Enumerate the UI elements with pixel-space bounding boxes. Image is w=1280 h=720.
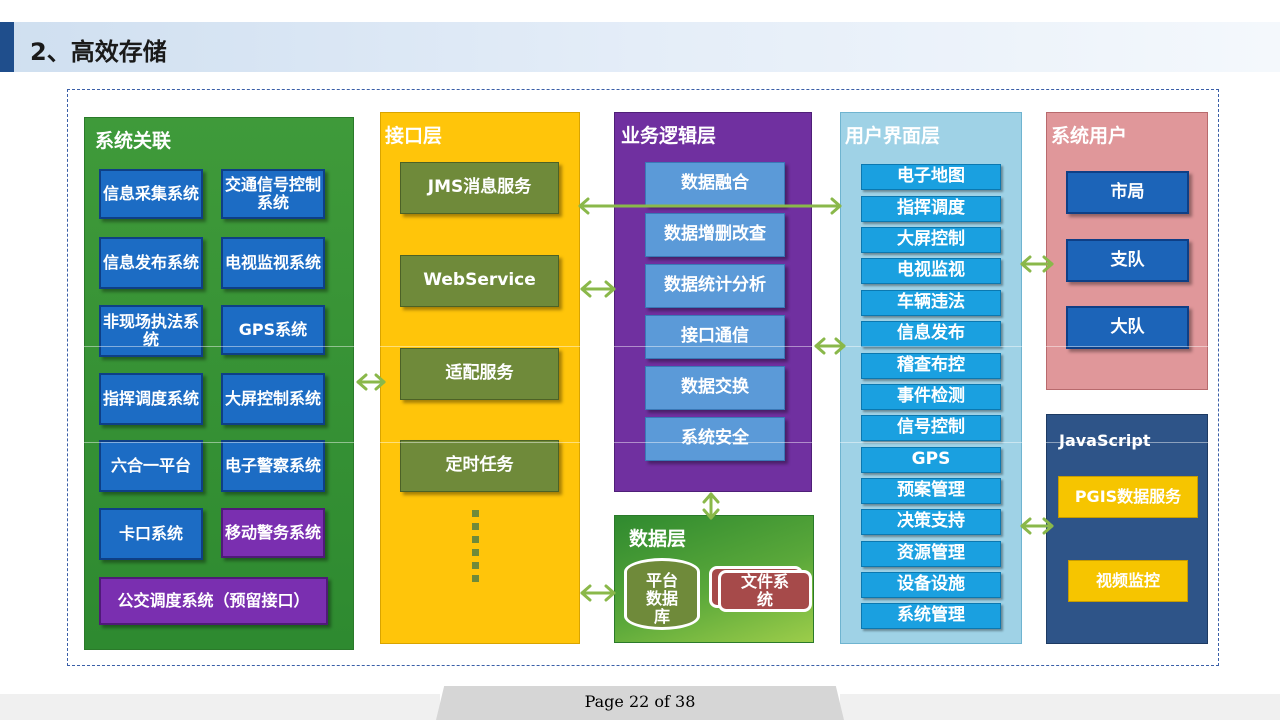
- system-users-title: 系统用户: [1051, 125, 1128, 147]
- ui-item-decision: 决策支持: [861, 509, 1001, 535]
- js-item-pgis: PGIS数据服务: [1058, 476, 1198, 518]
- system-item-traffic-signal: 交通信号控制系统: [221, 169, 325, 219]
- system-item-gps: GPS系统: [221, 305, 325, 355]
- user-item-brigade: 大队: [1066, 306, 1189, 349]
- ui-item-equipment: 设备设施: [861, 572, 1001, 598]
- system-item-info-collection: 信息采集系统: [99, 169, 203, 219]
- business-item-interface-comm: 接口通信: [645, 315, 785, 359]
- ellipsis-dot: [472, 575, 479, 582]
- user-item-detachment: 支队: [1066, 239, 1189, 282]
- footer-left-strip: [0, 694, 440, 720]
- arrow-interface-data: [580, 584, 616, 602]
- ui-item-event-detect: 事件检测: [861, 384, 1001, 410]
- system-item-e-police: 电子警察系统: [221, 440, 325, 492]
- arrow-system-interface: [356, 373, 386, 391]
- system-association-title: 系统关联: [95, 130, 172, 152]
- interface-item-adapter: 适配服务: [400, 348, 559, 400]
- footer-right-strip: [840, 694, 1280, 720]
- ellipsis-dot: [472, 510, 479, 517]
- ui-item-emap: 电子地图: [861, 164, 1001, 190]
- ui-item-sys-manage: 系统管理: [861, 603, 1001, 629]
- data-layer-title: 数据层: [629, 528, 687, 550]
- highlight-line: [0, 346, 1280, 347]
- footer-tab: [436, 686, 844, 720]
- arrow-interface-business: [580, 280, 616, 298]
- ui-item-command: 指挥调度: [861, 196, 1001, 222]
- interface-item-webservice: WebService: [400, 255, 559, 307]
- interface-item-scheduled-task: 定时任务: [400, 440, 559, 492]
- business-item-security: 系统安全: [645, 417, 785, 461]
- diagram-frame: [67, 89, 1219, 666]
- arrow-ui-users: [1020, 255, 1054, 273]
- javascript-panel: JavaScript: [1046, 414, 1208, 644]
- ui-item-info-publish: 信息发布: [861, 321, 1001, 347]
- user-item-city-bureau: 市局: [1066, 171, 1189, 214]
- ui-item-vehicle-violation: 车辆违法: [861, 290, 1001, 316]
- arrow-ui-javascript: [1020, 517, 1054, 535]
- ui-item-resource: 资源管理: [861, 541, 1001, 567]
- system-item-offsite-enforcement: 非现场执法系统: [99, 305, 203, 357]
- business-item-data-exchange: 数据交换: [645, 366, 785, 410]
- highlight-line: [0, 442, 1280, 443]
- ellipsis-dot: [472, 536, 479, 543]
- ui-item-tv: 电视监视: [861, 258, 1001, 284]
- system-item-screen-control: 大屏控制系统: [221, 373, 325, 425]
- page-title: 2、高效存储: [30, 38, 167, 66]
- file-system-card: 文件系统: [718, 570, 812, 612]
- ui-item-screen: 大屏控制: [861, 227, 1001, 253]
- business-layer-title: 业务逻辑层: [621, 125, 717, 147]
- ui-item-gps: GPS: [861, 447, 1001, 473]
- system-item-info-publish: 信息发布系统: [99, 237, 203, 289]
- page-number: Page 22 of 38: [584, 692, 696, 711]
- system-item-command-dispatch: 指挥调度系统: [99, 373, 203, 425]
- ui-item-plan: 预案管理: [861, 478, 1001, 504]
- javascript-title: JavaScript: [1059, 431, 1151, 450]
- arrow-business-ui: [814, 337, 846, 355]
- system-item-mobile-police: 移动警务系统: [221, 508, 325, 558]
- system-item-checkpoint: 卡口系统: [99, 508, 203, 560]
- platform-database-cylinder: 平台数据库: [624, 558, 700, 630]
- ellipsis-dot: [472, 549, 479, 556]
- interface-layer-title: 接口层: [385, 125, 443, 147]
- js-item-video: 视频监控: [1068, 560, 1188, 602]
- business-item-data-fusion: 数据融合: [645, 162, 785, 206]
- arrow-business-data: [702, 492, 720, 520]
- ui-item-signal: 信号控制: [861, 415, 1001, 441]
- system-item-six-in-one: 六合一平台: [99, 440, 203, 492]
- system-item-tv-monitor: 电视监视系统: [221, 237, 325, 289]
- system-item-bus-dispatch: 公交调度系统（预留接口）: [99, 577, 328, 625]
- arrow-interface-ui-long: [578, 197, 842, 215]
- ui-item-inspection: 稽查布控: [861, 353, 1001, 379]
- ellipsis-dot: [472, 562, 479, 569]
- interface-item-jms: JMS消息服务: [400, 162, 559, 214]
- footer: Page 22 of 38: [0, 686, 1280, 720]
- title-accent: [0, 22, 14, 72]
- business-item-statistics: 数据统计分析: [645, 264, 785, 308]
- business-item-crud: 数据增删改查: [645, 213, 785, 257]
- ellipsis-dot: [472, 523, 479, 530]
- title-bar: 2、高效存储: [0, 22, 1280, 72]
- ui-layer-title: 用户界面层: [845, 125, 941, 147]
